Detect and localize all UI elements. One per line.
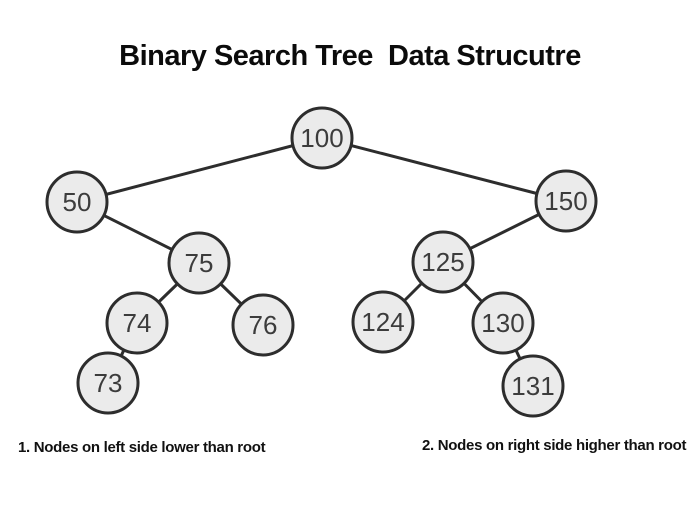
tree-node-76: 76 — [231, 293, 295, 357]
tree-node-75: 75 — [167, 231, 231, 295]
tree-node-label-124: 124 — [361, 307, 404, 337]
tree-node-label-130: 130 — [481, 308, 524, 338]
tree-node-circle-131 — [501, 354, 565, 418]
tree-node-150: 150 — [534, 169, 598, 233]
tree-node-label-125: 125 — [421, 247, 464, 277]
note-left-rule: 1. Nodes on left side lower than root — [18, 439, 266, 456]
tree-node-circle-75 — [167, 231, 231, 295]
tree-node-100: 100 — [290, 106, 354, 170]
tree-node-label-76: 76 — [249, 310, 278, 340]
tree-edge-100-50 — [76, 136, 323, 204]
tree-node-125: 125 — [411, 230, 475, 294]
tree-node-124: 124 — [351, 290, 415, 354]
tree-node-circle-76 — [231, 293, 295, 357]
tree-node-74: 74 — [105, 291, 169, 355]
tree-node-label-50: 50 — [63, 187, 92, 217]
tree-node-label-150: 150 — [544, 186, 587, 216]
note-right-rule: 2. Nodes on right side higher than root — [422, 437, 687, 454]
tree-node-label-75: 75 — [185, 248, 214, 278]
tree-node-label-74: 74 — [123, 308, 152, 338]
tree-node-circle-124 — [351, 290, 415, 354]
tree-node-circle-150 — [534, 169, 598, 233]
page-title: Binary Search Tree Data Strucutre — [119, 40, 581, 72]
tree-node-label-73: 73 — [94, 368, 123, 398]
tree-node-circle-130 — [471, 291, 535, 355]
tree-node-circle-74 — [105, 291, 169, 355]
tree-node-131: 131 — [501, 354, 565, 418]
tree-node-circle-50 — [45, 170, 109, 234]
tree-node-73: 73 — [76, 351, 140, 415]
tree-node-circle-125 — [411, 230, 475, 294]
tree-node-50: 50 — [45, 170, 109, 234]
tree-edge-100-150 — [321, 136, 567, 203]
tree-node-130: 130 — [471, 291, 535, 355]
tree-node-circle-100 — [290, 106, 354, 170]
tree-node-circle-73 — [76, 351, 140, 415]
tree-node-label-100: 100 — [300, 123, 343, 153]
tree-node-label-131: 131 — [511, 371, 554, 401]
